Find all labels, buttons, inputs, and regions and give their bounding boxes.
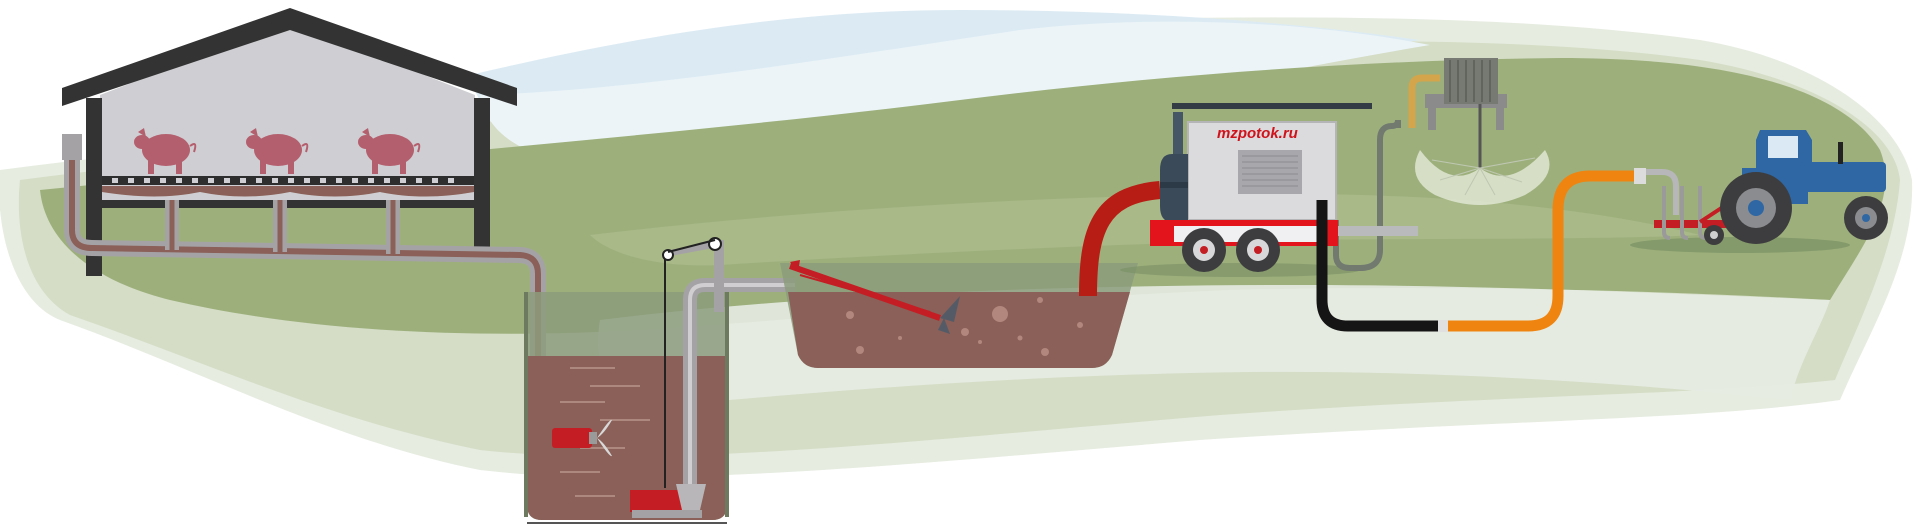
suction-hose-red [1079,181,1161,297]
trailer-shadow [1120,263,1360,277]
floor-slats [112,178,454,183]
wheel-icon [1236,228,1280,272]
reel-leg-left [1428,98,1436,130]
green-field [40,58,1886,334]
barn-interior [100,22,475,200]
grille-pattern [1242,155,1298,187]
injector-bar [1654,220,1730,228]
main-drain-pipe-flow [69,136,541,360]
field-light-swathe [590,193,1700,266]
pipe-cap [62,134,82,160]
grey-return-hose [1333,119,1401,271]
hoist-pulley [708,237,722,251]
pig-icon [134,128,197,174]
discharge-hose-black [1316,200,1440,332]
barn-beam [102,200,474,208]
wheel-icon [1182,228,1226,272]
injector-hose-bend [1646,169,1679,215]
tractor-shadow [1630,237,1850,253]
front-wheel-icon [1844,196,1888,240]
barn-roof [62,8,517,106]
pig-barn [62,8,517,276]
reel-drum [1444,58,1498,104]
pig-icon [246,128,309,174]
pit-wall-right [725,292,729,517]
reel-leg-right [1496,98,1504,130]
mobile-pump-trailer: mzpotok.ru [1079,103,1448,332]
pig-icon [358,128,421,174]
pump-head [676,484,706,510]
hoist-pulley-2 [662,249,674,261]
collection-pit [524,237,795,524]
pit-manure [527,356,727,520]
discharge-hose-orange [1448,170,1638,332]
lagoon-manure [788,292,1130,368]
inclined-mixer-icon [789,260,960,334]
cab-window [1768,136,1798,158]
pump-base [632,510,702,518]
barn-right-post [474,98,490,258]
tractor-hood [1800,162,1886,192]
rear-wheel-icon [1720,172,1792,244]
injector-coupler [1634,168,1646,184]
drawbar [1338,226,1418,236]
reel-supply-hose [1408,74,1440,128]
barn-left-post [86,98,102,276]
hose-reel-irrigator [1408,58,1550,205]
pump-volute-band [1160,182,1188,188]
brand-label: mzpotok.ru [1217,125,1298,142]
spray-fan [1415,150,1550,205]
exhaust-pipe [1838,142,1843,164]
radiator-grille [1238,150,1302,194]
submersible-mixer-icon [552,419,612,457]
pump-motor [630,490,690,512]
vertical-pump [630,237,795,518]
open-lagoon [780,260,1138,368]
lagoon-bubbles [846,297,1083,356]
hoist-mast [714,240,724,312]
hose-coupling [1438,320,1448,332]
tractor-icon [1630,130,1888,253]
pit-wall-left [524,292,528,517]
manure-channel [102,186,474,197]
sky-area-light [480,21,1430,162]
drain-pipes [62,134,546,360]
